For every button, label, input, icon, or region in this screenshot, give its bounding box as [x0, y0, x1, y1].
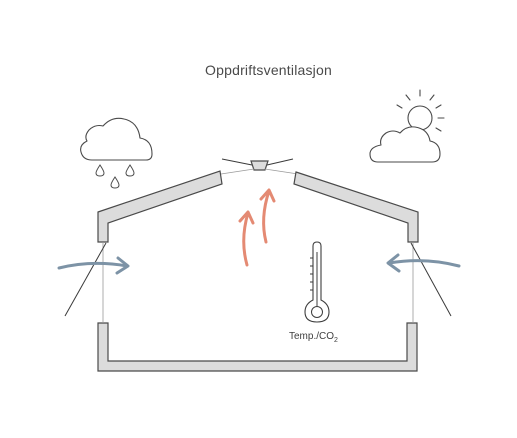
- rising-arrow-2: [262, 189, 271, 244]
- right-window-sash: [410, 242, 452, 317]
- rain-drop: [110, 176, 120, 189]
- inflow-arrow-left: [57, 261, 129, 270]
- lower-walls-floor: [97, 322, 418, 372]
- left-roof-wall: [97, 170, 223, 243]
- diagram-title: Oppdriftsventilasjon: [205, 62, 332, 78]
- rain-drop: [125, 164, 135, 177]
- rain-cloud-icon: [80, 117, 153, 189]
- cold-air-inflow: [57, 253, 461, 275]
- inflow-arrow-right: [387, 259, 461, 268]
- thermometer-icon: [304, 241, 330, 323]
- sun-cloud-icon: [369, 89, 445, 163]
- warm-air-rising: [238, 188, 276, 267]
- roof-vent: [220, 158, 299, 175]
- left-window-sash: [64, 242, 107, 317]
- rising-arrow-1: [242, 211, 250, 267]
- sun-rays: [396, 89, 445, 132]
- vent-cap: [250, 160, 269, 171]
- right-roof-wall: [293, 171, 419, 243]
- rain-drop: [95, 164, 105, 177]
- sensor-label: Temp./CO2: [289, 331, 338, 344]
- building: [64, 170, 452, 372]
